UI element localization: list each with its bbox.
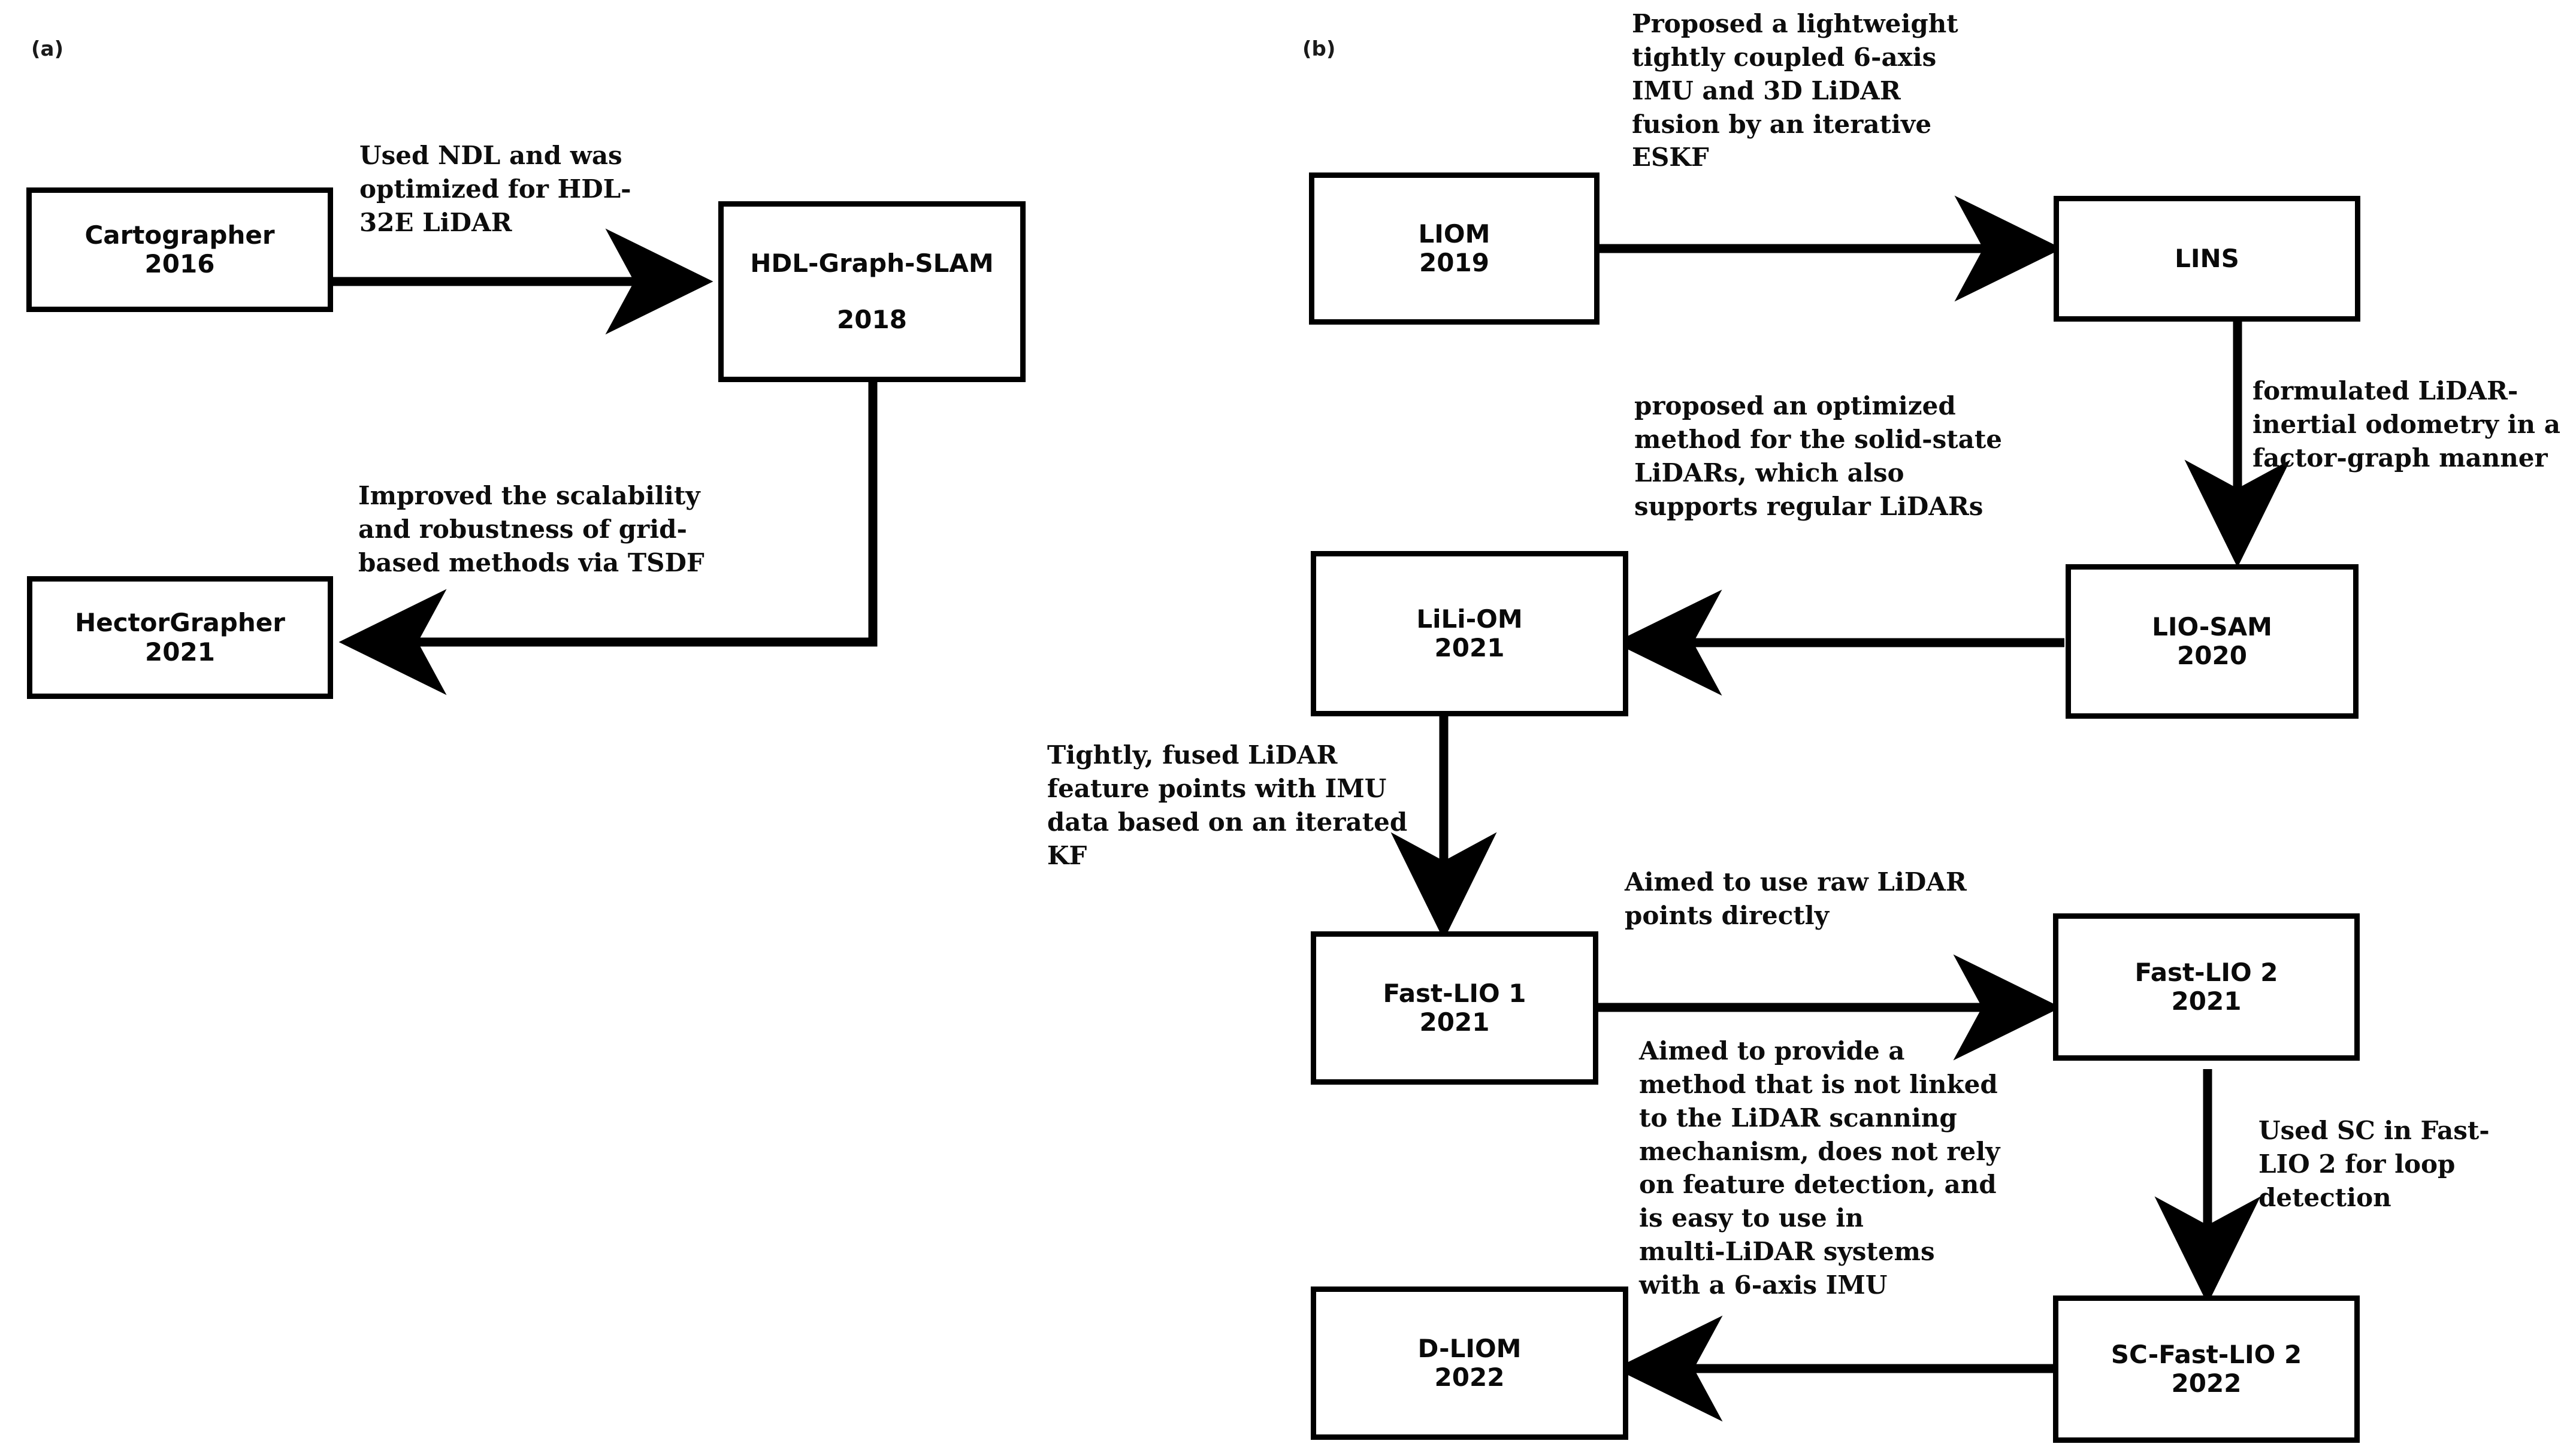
node-year: 2021 (1434, 633, 1505, 662)
edge-label-fast-lio-1-to-fast-lio-2: Aimed to use raw LiDAR points directly (1625, 867, 1967, 930)
node-year: 2016 (144, 249, 215, 279)
node-name: Cartographer (84, 220, 275, 250)
node-name: HDL-Graph-SLAM (750, 248, 994, 278)
edge-label-lili-om-to-fast-lio-1: Tightly, fused LiDAR feature points with… (1047, 740, 1408, 870)
node-name: LiLi-OM (1416, 604, 1523, 634)
node-lio-sam[interactable]: LIO-SAM 2020 (2066, 564, 2359, 719)
node-hectorgrapher[interactable]: HectorGrapher 2021 (27, 576, 333, 699)
node-year: 2018 (837, 305, 907, 334)
node-name: LIO-SAM (2152, 612, 2272, 641)
node-name: SC-Fast-LIO 2 (2111, 1339, 2302, 1369)
node-year: 2021 (1419, 1007, 1490, 1037)
node-name: HectorGrapher (75, 608, 285, 638)
edge-label-hdl-graph-slam-to-hectorgrapher: Improved the scalability and robustness … (358, 481, 705, 577)
node-year: 2021 (145, 637, 215, 667)
edge-label-fast-lio-2-to-sc-fast-lio-2: Used SC in Fast- LIO 2 for loop detectio… (2258, 1116, 2490, 1212)
node-name: LINS (2175, 243, 2239, 273)
edge-label-sc-fast-lio-2-to-d-liom: Aimed to provide a method that is not li… (1639, 1036, 2000, 1300)
node-year: 2021 (2171, 986, 2242, 1016)
panel-label-a: (a) (31, 37, 64, 61)
node-hdl-graph-slam[interactable]: HDL-Graph-SLAM 2018 (718, 201, 1026, 382)
node-cartographer[interactable]: Cartographer 2016 (26, 187, 333, 312)
node-name: Fast-LIO 2 (2134, 957, 2278, 987)
node-d-liom[interactable]: D-LIOM 2022 (1311, 1287, 1628, 1440)
node-fast-lio-2[interactable]: Fast-LIO 2 2021 (2053, 913, 2360, 1061)
node-fast-lio-1[interactable]: Fast-LIO 1 2021 (1311, 931, 1598, 1085)
node-lins[interactable]: LINS (2054, 196, 2360, 322)
edge-label-liom-to-lins: Proposed a lightweight tightly coupled 6… (1632, 9, 1958, 172)
edge-hdl-graph-slam-to-hectorgrapher (338, 382, 878, 695)
node-name: LIOM (1418, 219, 1490, 249)
node-name: Fast-LIO 1 (1383, 978, 1526, 1008)
node-year: 2020 (2177, 641, 2247, 670)
edge-label-lins-to-lio-sam: formulated LiDAR- inertial odometry in a… (2252, 376, 2560, 473)
node-name: D-LIOM (1417, 1333, 1522, 1363)
node-year: 2022 (2171, 1369, 2242, 1398)
node-liom[interactable]: LIOM 2019 (1309, 172, 1600, 325)
panel-label-b: (b) (1302, 37, 1336, 61)
node-sc-fast-lio-2[interactable]: SC-Fast-LIO 2 2022 (2053, 1295, 2360, 1443)
node-lili-om[interactable]: LiLi-OM 2021 (1311, 551, 1628, 716)
node-year: 2022 (1434, 1363, 1505, 1392)
node-year: 2019 (1419, 248, 1489, 277)
edge-label-lio-sam-to-lili-om: proposed an optimized method for the sol… (1634, 391, 2002, 521)
edge-label-cartographer-to-hdl-graph-slam: Used NDL and was optimized for HDL- 32E … (359, 141, 631, 237)
